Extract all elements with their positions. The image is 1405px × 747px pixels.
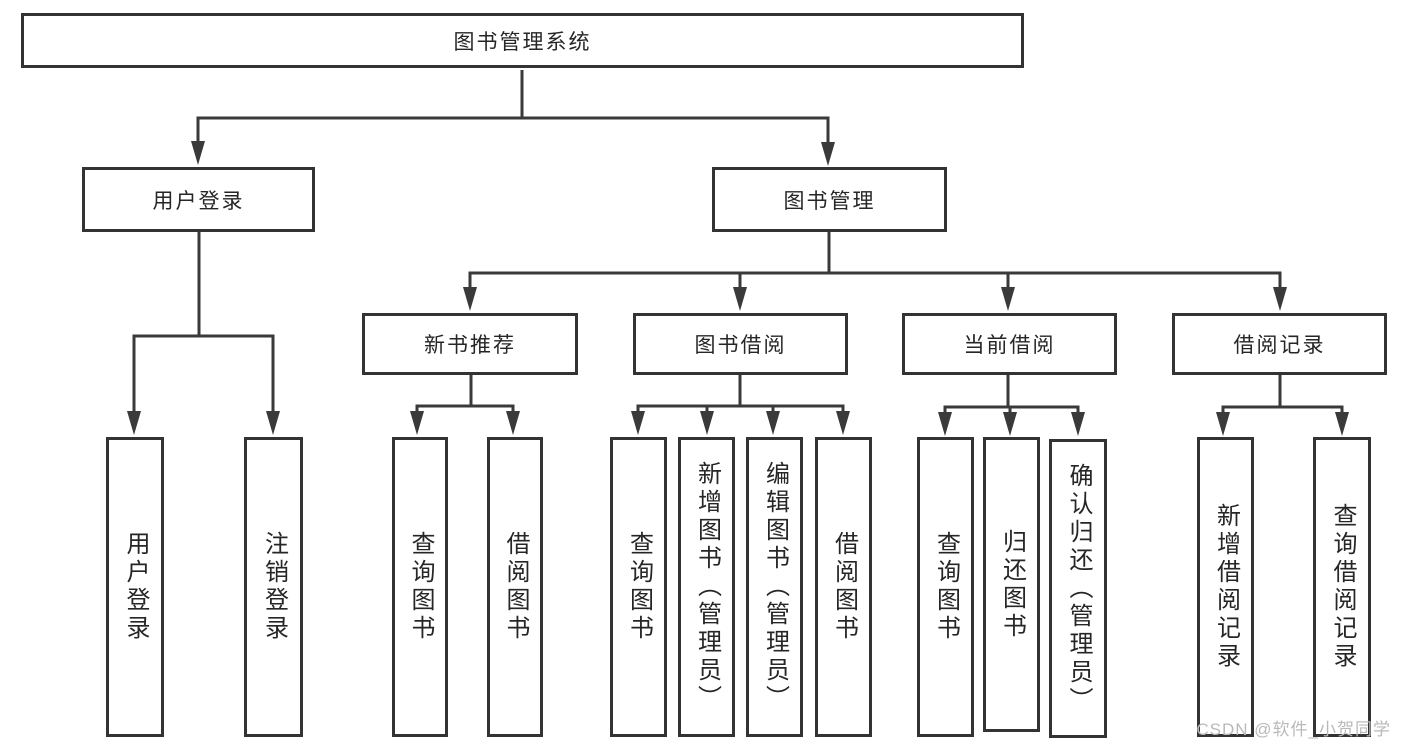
leaf-label: 用户登录 [122, 531, 149, 643]
node-records: 借阅记录 [1172, 313, 1387, 375]
leaf-label: 查询图书 [407, 531, 434, 643]
leaf-label: 归还图书 [998, 528, 1026, 641]
arrowhead [506, 411, 520, 435]
leaf-label: 编辑图书（管理员） [761, 461, 789, 713]
arrowhead [463, 287, 477, 311]
leaf-label: 新增图书（管理员） [693, 461, 721, 713]
leaf-label: 查询图书 [625, 531, 653, 643]
csdn-watermark: CSDN @软件_小贺同学 [1196, 720, 1391, 739]
leaf-borrow-edit-admin: 编辑图书（管理员） [746, 437, 803, 737]
connector-current-branch [938, 373, 1085, 436]
arrowhead [127, 411, 141, 435]
leaf-label: 注销登录 [260, 531, 288, 643]
arrowhead [821, 142, 835, 166]
arrowhead [1273, 287, 1287, 311]
arrowhead [266, 411, 280, 435]
arrowhead [191, 141, 205, 165]
leaf-borrow-borrow: 借阅图书 [815, 437, 872, 737]
node-records-label: 借阅记录 [1233, 334, 1326, 357]
leaf-current-return: 归还图书 [983, 437, 1040, 732]
leaf-label: 查询图书 [932, 531, 960, 643]
leaf-label: 借阅图书 [502, 531, 529, 643]
connector-user-login-branch [127, 230, 280, 435]
arrowhead [1071, 412, 1085, 436]
leaf-label: 借阅图书 [830, 531, 858, 643]
leaf-label: 新增借阅记录 [1212, 503, 1240, 671]
arrowhead [410, 411, 424, 435]
node-current-label: 当前借阅 [963, 334, 1056, 357]
node-new-book: 新书推荐 [362, 313, 578, 375]
arrowhead [938, 412, 952, 436]
leaf-newbook-query: 查询图书 [392, 437, 448, 737]
node-borrow-label: 图书借阅 [694, 334, 787, 357]
node-user-login: 用户登录 [82, 167, 315, 232]
leaf-records-query: 查询借阅记录 [1313, 437, 1371, 737]
leaf-records-add: 新增借阅记录 [1197, 437, 1254, 737]
leaf-borrow-add-admin: 新增图书（管理员） [678, 437, 735, 737]
node-borrow: 图书借阅 [633, 313, 848, 375]
arrowhead [1216, 412, 1230, 436]
arrowhead [1335, 412, 1349, 436]
arrowhead [631, 411, 645, 435]
leaf-borrow-query: 查询图书 [610, 437, 667, 737]
arrowhead [766, 411, 780, 435]
leaf-current-query: 查询图书 [917, 437, 974, 737]
arrowhead [733, 287, 747, 311]
arrowhead [836, 411, 850, 435]
connector-borrow-branch [631, 373, 850, 435]
arrowhead [1001, 287, 1015, 311]
arrowhead [1003, 412, 1017, 436]
connector-new-book-branch [410, 373, 520, 435]
node-current: 当前借阅 [902, 313, 1117, 375]
connector-records-branch [1216, 373, 1349, 436]
leaf-newbook-borrow: 借阅图书 [487, 437, 543, 737]
connector-book-mgmt-branch [463, 230, 1287, 311]
node-user-login-label: 用户登录 [152, 189, 245, 213]
leaf-current-confirm-admin: 确认归还（管理员） [1049, 439, 1107, 738]
leaf-label: 查询借阅记录 [1329, 503, 1356, 671]
node-book-mgmt-label: 图书管理 [783, 189, 876, 213]
connector-root-to-level2 [191, 70, 835, 166]
leaf-logout: 注销登录 [244, 437, 303, 737]
node-book-mgmt: 图书管理 [712, 167, 947, 232]
node-root: 图书管理系统 [21, 13, 1024, 68]
arrowhead [700, 411, 714, 435]
node-root-label: 图书管理系统 [453, 30, 592, 54]
leaf-label: 确认归还（管理员） [1065, 462, 1092, 715]
leaf-user-login: 用户登录 [106, 437, 164, 737]
node-new-book-label: 新书推荐 [424, 334, 516, 357]
